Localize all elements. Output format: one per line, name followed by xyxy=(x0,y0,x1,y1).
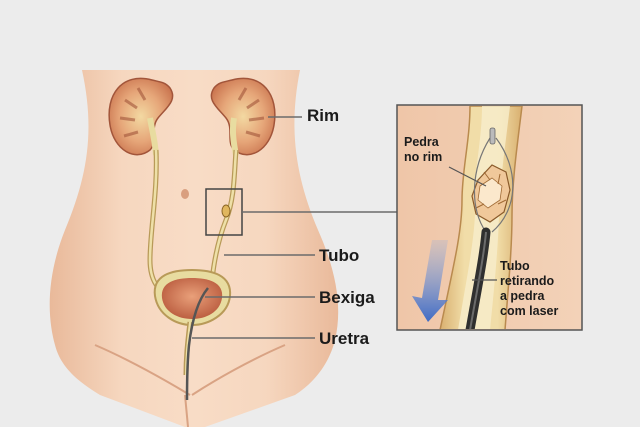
urethra-label: Uretra xyxy=(319,329,370,348)
scope-label-line-3: a pedra xyxy=(500,289,545,303)
leader-lines xyxy=(192,116,397,339)
stone-in-ureter xyxy=(221,204,231,218)
ureter-label: Tubo xyxy=(319,246,360,265)
scope-label-line-1: Tubo xyxy=(500,259,530,273)
bladder-label: Bexiga xyxy=(319,288,375,307)
scope-in-urethra xyxy=(185,287,209,401)
stone-label-line-1: Pedra xyxy=(404,135,439,149)
movement-arrow xyxy=(412,240,448,322)
inset-panel xyxy=(396,104,583,331)
scope-label-line-2: retirando xyxy=(500,274,555,288)
kidney-label: Rim xyxy=(307,106,340,125)
stone-label-line-2: no rim xyxy=(404,150,443,164)
navel xyxy=(181,189,189,199)
scope-label-line-4: com laser xyxy=(500,304,559,318)
torso xyxy=(49,70,339,427)
